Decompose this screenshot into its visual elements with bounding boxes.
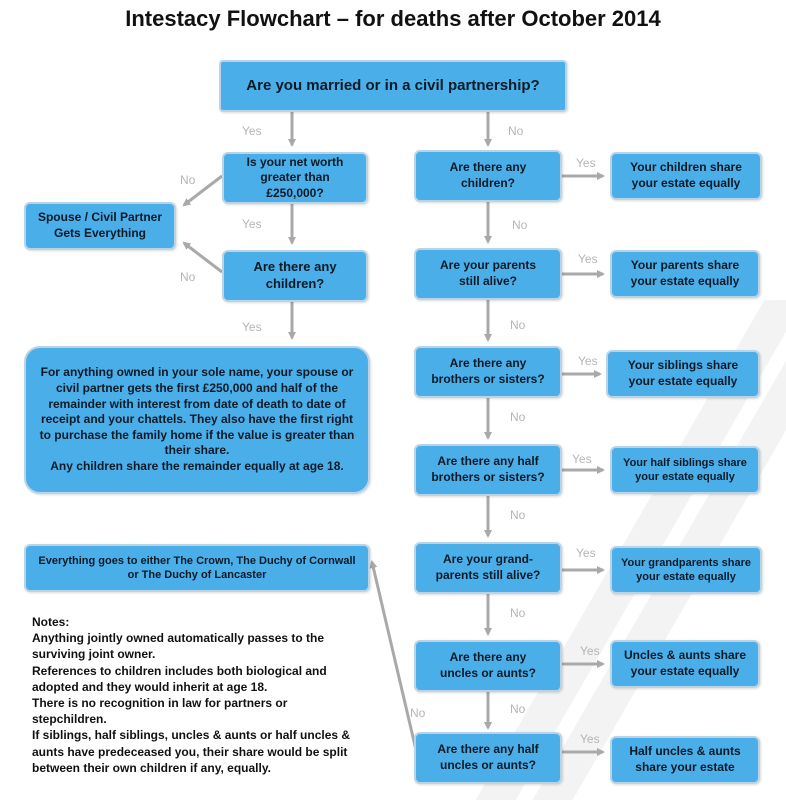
grandparents-question-text: Are your grand-parents still alive? <box>435 552 541 582</box>
grandparents-result: Your grandparents share your estate equa… <box>610 546 762 594</box>
arrow <box>182 174 223 207</box>
children-result: Your children share your estate equally <box>610 152 762 200</box>
spouse-share-result: For anything owned in your sole name, yo… <box>24 346 370 494</box>
note-line: There is no recognition in law for partn… <box>32 695 288 727</box>
no-label: No <box>510 318 526 332</box>
half-siblings-question-text: Are there any half brothers or sisters? <box>431 454 545 484</box>
married-question-text: Are you married or in a civil partnershi… <box>246 77 540 95</box>
note-line: Anything jointly owned automatically pas… <box>32 631 325 662</box>
spouse-everything-result: Spouse / Civil Partner Gets Everything <box>24 202 176 250</box>
no-label: No <box>410 706 426 720</box>
children-result-text: Your children share your estate equally <box>630 160 742 190</box>
note-line: References to children includes both bio… <box>32 663 327 694</box>
parents-question-text: Are your parents still alive? <box>439 258 537 288</box>
crown-text: Everything goes to either The Crown, The… <box>38 554 356 581</box>
no-label: No <box>180 270 196 284</box>
net-worth-question-text: Is your net worth greater than £250,000? <box>246 154 344 200</box>
notes-panel: Notes: Anything jointly owned automatica… <box>32 614 352 776</box>
children-question-text: Are there any children? <box>449 160 527 190</box>
any-children-question-left: Are there any children? <box>222 250 368 302</box>
spouse-share-text: For anything owned in your sole name, yo… <box>39 365 355 458</box>
spouse-share-children-text: Any children share the remainder equally… <box>50 458 344 473</box>
no-label: No <box>512 218 528 232</box>
page-title: Intestacy Flowchart – for deaths after O… <box>125 6 661 31</box>
yes-label: Yes <box>242 124 262 138</box>
siblings-question-text: Are there any brothers or sisters? <box>431 356 545 386</box>
any-children-left-text: Are there any children? <box>253 259 337 291</box>
uncles-question-text: Are there any uncles or aunts? <box>439 650 537 680</box>
siblings-result-text: Your siblings share your estate equally <box>627 358 739 388</box>
yes-label: Yes <box>242 320 262 334</box>
yes-label: Yes <box>580 644 600 658</box>
yes-label: Yes <box>580 732 600 746</box>
no-label: No <box>510 508 526 522</box>
half-uncles-question: Are there any half uncles or aunts? <box>414 732 562 784</box>
parents-question: Are your parents still alive? <box>414 248 562 300</box>
no-label: No <box>508 124 524 138</box>
parents-result: Your parents share your estate equally <box>610 250 760 298</box>
half-siblings-result: Your half siblings share your estate equ… <box>610 446 760 494</box>
yes-label: Yes <box>576 546 596 560</box>
notes-heading: Notes: <box>32 615 70 629</box>
arrow <box>182 241 223 274</box>
siblings-result: Your siblings share your estate equally <box>606 350 760 398</box>
siblings-question: Are there any brothers or sisters? <box>414 346 562 398</box>
note-line: If siblings, half siblings, uncles & aun… <box>32 728 351 775</box>
yes-label: Yes <box>578 252 598 266</box>
uncles-result-text: Uncles & aunts share your estate equally <box>623 648 747 678</box>
parents-result-text: Your parents share your estate equally <box>630 258 740 288</box>
net-worth-question: Is your net worth greater than £250,000? <box>222 152 368 204</box>
no-label: No <box>510 702 526 716</box>
no-label: No <box>510 606 526 620</box>
yes-label: Yes <box>576 156 596 170</box>
children-question: Are there any children? <box>414 150 562 202</box>
grandparents-result-text: Your grandparents share your estate equa… <box>621 556 751 583</box>
half-siblings-result-text: Your half siblings share your estate equ… <box>623 456 747 483</box>
no-label: No <box>510 410 526 424</box>
grandparents-question: Are your grand-parents still alive? <box>414 542 562 594</box>
half-uncles-result-text: Half uncles & aunts share your estate <box>629 744 741 774</box>
crown-result: Everything goes to either The Crown, The… <box>24 544 370 592</box>
yes-label: Yes <box>242 217 262 231</box>
half-uncles-question-text: Are there any half uncles or aunts? <box>437 742 539 772</box>
arrow <box>369 560 418 751</box>
half-uncles-result: Half uncles & aunts share your estate <box>610 736 760 784</box>
half-siblings-question: Are there any half brothers or sisters? <box>414 444 562 496</box>
yes-label: Yes <box>578 354 598 368</box>
married-question: Are you married or in a civil partnershi… <box>219 60 567 112</box>
yes-label: Yes <box>572 452 592 466</box>
spouse-everything-text: Spouse / Civil Partner Gets Everything <box>37 210 163 240</box>
uncles-result: Uncles & aunts share your estate equally <box>610 640 760 688</box>
uncles-question: Are there any uncles or aunts? <box>414 640 562 692</box>
no-label: No <box>180 173 196 187</box>
